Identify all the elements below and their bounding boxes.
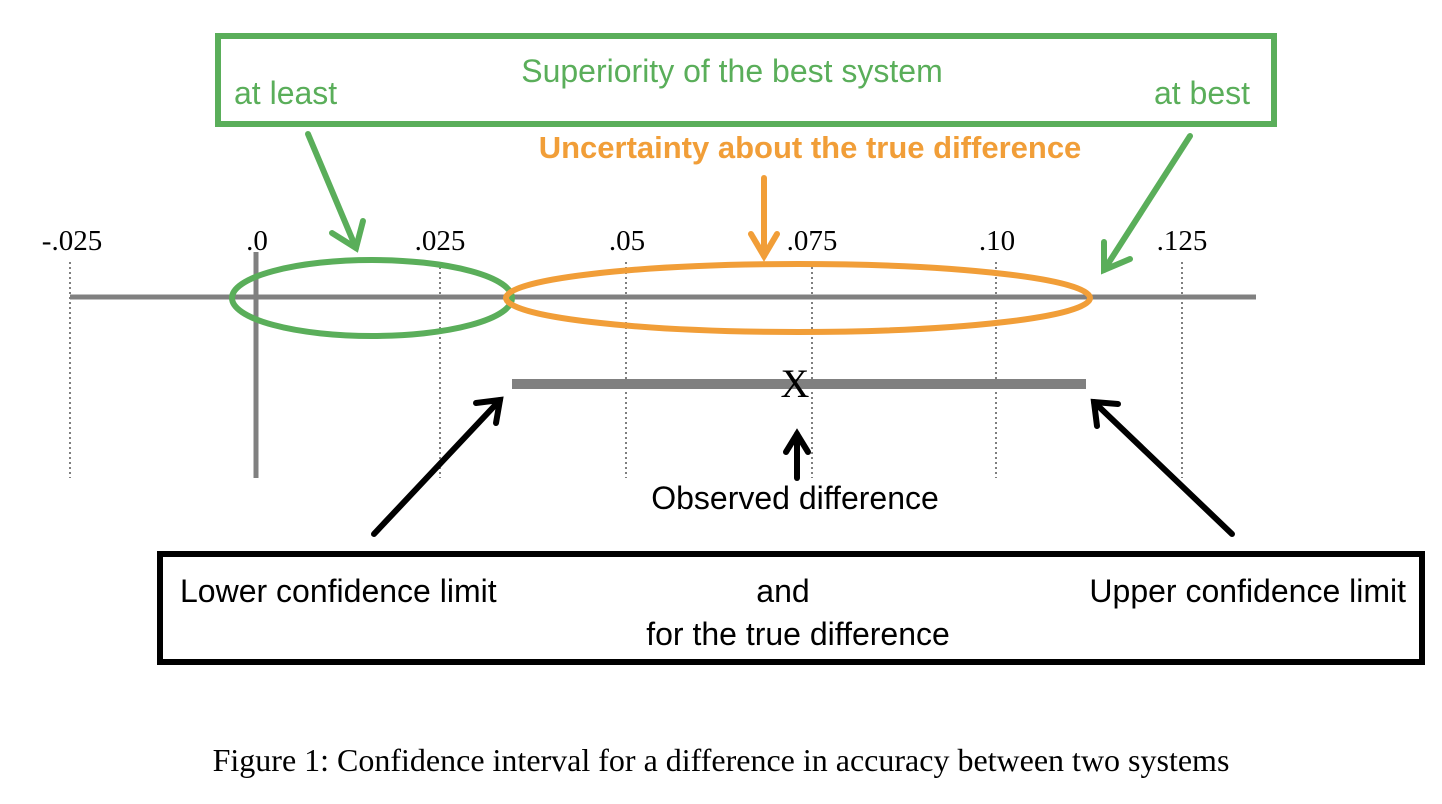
- superiority-title: Superiority of the best system: [521, 53, 943, 89]
- upper-limit-label: Upper confidence limit: [1089, 573, 1406, 609]
- true-difference-label: for the true difference: [646, 616, 950, 652]
- tick-gridlines: [69, 262, 1183, 478]
- uncertainty-arrow: [748, 175, 780, 262]
- at-best-arrow: [1101, 133, 1193, 275]
- tick-label-075: .075: [787, 225, 838, 257]
- observed-label: Observed difference: [651, 480, 939, 516]
- uncertainty-label: Uncertainty about the true difference: [539, 130, 1082, 165]
- observed-marker: X: [781, 361, 810, 406]
- lower-limit-label: Lower confidence limit: [180, 573, 497, 609]
- tick-label-025: .025: [415, 225, 466, 257]
- at-least-arrow: [305, 131, 366, 253]
- lower-limit-arrow: [371, 396, 504, 537]
- upper-limit-arrow: [1090, 398, 1235, 537]
- confidence-limits-box: [157, 551, 1425, 665]
- uncertainty-ellipse: [503, 261, 1093, 335]
- tick-label-125: .125: [1157, 225, 1208, 257]
- tick-label-0: .0: [246, 225, 268, 257]
- tick-label-neg-025: -.025: [42, 225, 102, 257]
- at-least-ellipse: [229, 257, 515, 339]
- observed-arrow: [783, 428, 811, 481]
- figure-caption: Figure 1: Confidence interval for a diff…: [212, 742, 1230, 778]
- tick-label-05: .05: [609, 225, 645, 257]
- and-label: and: [756, 573, 809, 609]
- superiority-box: [215, 33, 1277, 127]
- at-best-label: at best: [1154, 75, 1250, 111]
- at-least-label: at least: [234, 75, 337, 111]
- tick-label-10: .10: [979, 225, 1015, 257]
